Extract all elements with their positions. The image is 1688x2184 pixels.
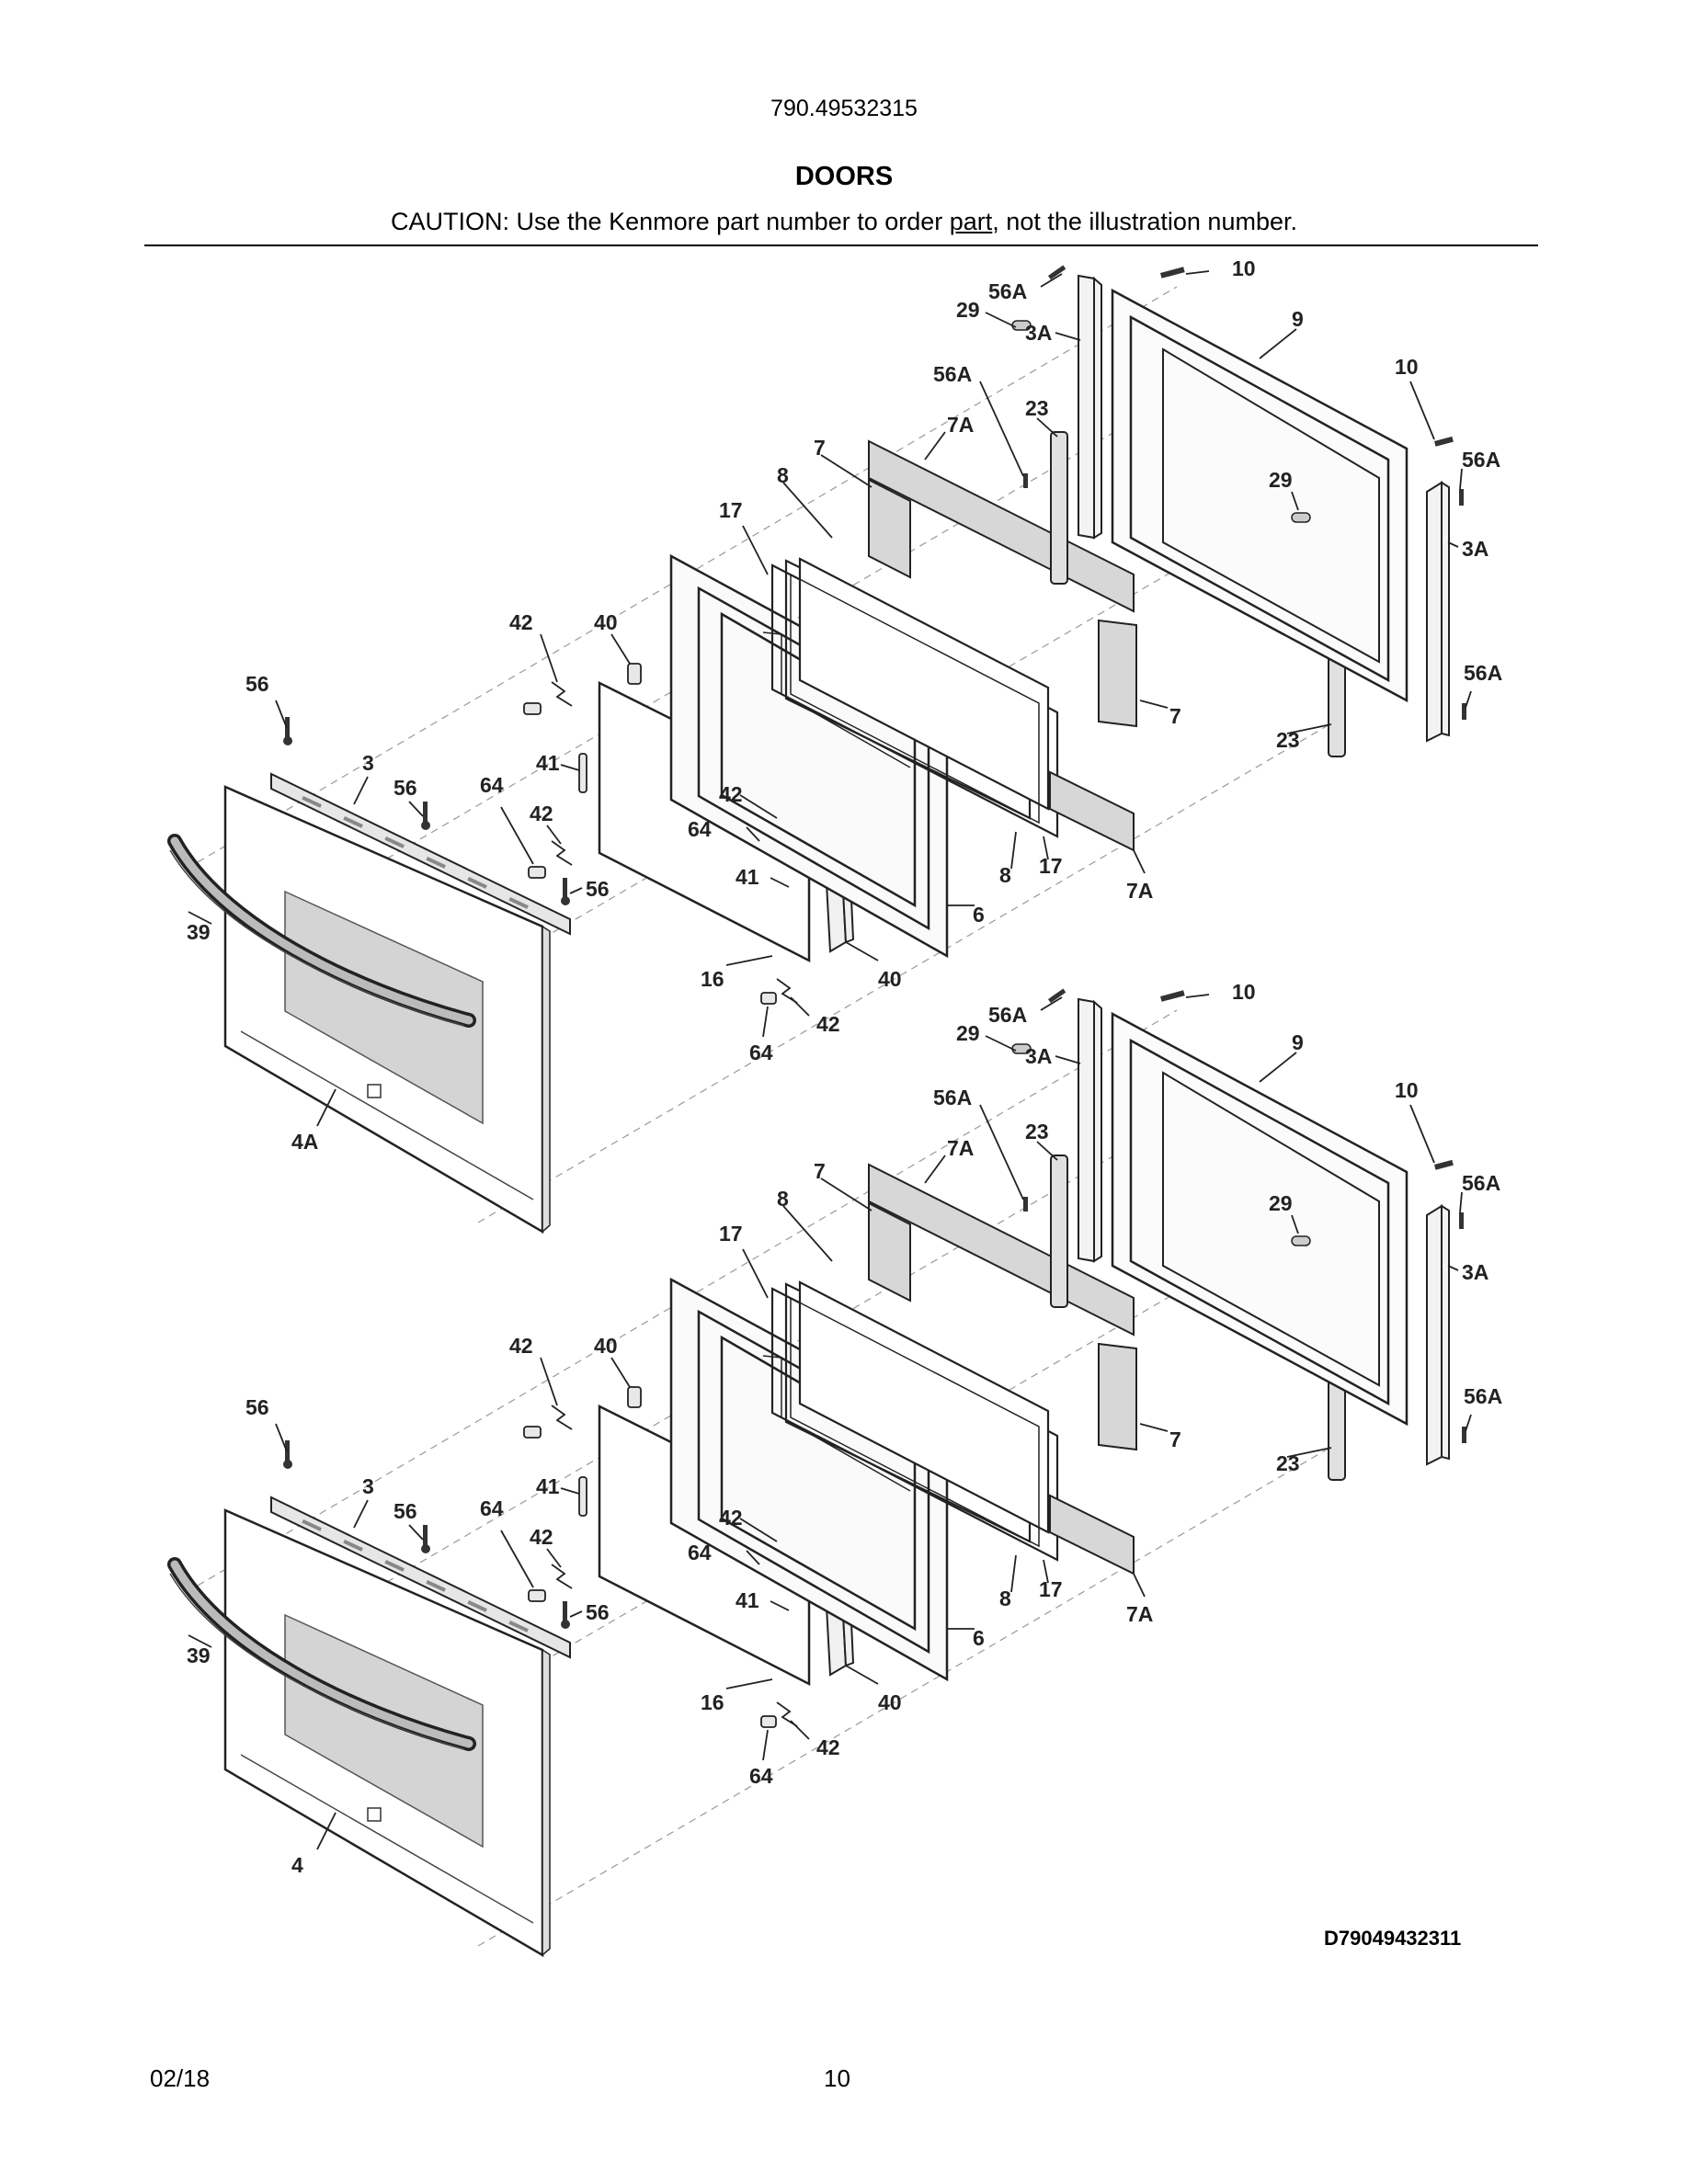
- callout: 3A: [1462, 1260, 1488, 1284]
- callout: 3A: [1025, 1044, 1052, 1068]
- callout: 56A: [933, 362, 972, 386]
- callout: 40: [878, 1690, 902, 1714]
- callout: 8: [999, 863, 1011, 887]
- callout: 56A: [988, 1003, 1027, 1027]
- callout: 40: [878, 967, 902, 991]
- callout: 41: [536, 751, 560, 775]
- callout: 17: [719, 1222, 743, 1246]
- callout: 42: [816, 1735, 840, 1759]
- callout: 23: [1025, 1120, 1049, 1143]
- callout: 42: [719, 782, 743, 806]
- callout: 7: [1169, 704, 1181, 728]
- callout: 42: [816, 1012, 840, 1036]
- callout: 4A: [291, 1130, 318, 1154]
- header-rule: [144, 245, 1538, 246]
- callout: 3: [362, 751, 374, 775]
- callout: 7: [1169, 1428, 1181, 1451]
- callout: 9: [1292, 307, 1304, 331]
- page-number: 10: [824, 2065, 850, 2092]
- callout: 7A: [947, 1136, 974, 1160]
- callout: 56A: [988, 279, 1027, 303]
- callout: 29: [1269, 468, 1293, 492]
- callout: 4: [291, 1853, 303, 1877]
- callout: 29: [956, 298, 980, 322]
- callout: 8: [777, 463, 789, 487]
- callout: 16: [701, 967, 724, 991]
- lower-callouts: 10 56A 29 3A 9 10 56A 7A 23 7 8 56A 29 1…: [187, 980, 1502, 1877]
- callout: 7A: [1126, 879, 1153, 903]
- callout: 10: [1395, 355, 1419, 379]
- callout: 42: [509, 1334, 533, 1358]
- callout: 42: [509, 610, 533, 634]
- callout: 7: [814, 1159, 826, 1183]
- callout: 42: [719, 1506, 743, 1530]
- callout: 8: [999, 1587, 1011, 1610]
- callout: 7: [814, 436, 826, 460]
- callout: 10: [1395, 1078, 1419, 1102]
- callout: 3A: [1462, 537, 1488, 561]
- upper-callouts: 10 56A 29 3A 9 10 56A 7A 23 7 8 56A 29 1…: [187, 256, 1502, 1154]
- model-number: 790.49532315: [770, 96, 918, 121]
- callout: 6: [973, 1626, 985, 1650]
- callout: 16: [701, 1690, 724, 1714]
- page-title: DOORS: [794, 162, 894, 191]
- callout: 40: [594, 610, 618, 634]
- drawing-code: D79049432311: [1324, 1927, 1462, 1950]
- footer-date: 02/18: [150, 2065, 211, 2092]
- callout: 41: [536, 1474, 560, 1498]
- callout: 40: [594, 1334, 618, 1358]
- callout: 17: [719, 498, 743, 522]
- callout: 56: [586, 877, 610, 901]
- callout: 64: [480, 773, 504, 797]
- callout: 56A: [1464, 661, 1502, 685]
- callout: 64: [688, 817, 712, 841]
- callout: 39: [187, 1644, 211, 1667]
- caution-note: CAUTION: Use the Kenmore part number to …: [0, 208, 1688, 236]
- callout: 3: [362, 1474, 374, 1498]
- callout: 64: [688, 1541, 712, 1564]
- callout: 56: [245, 1395, 269, 1419]
- callout: 56A: [1462, 448, 1500, 472]
- callout: 42: [530, 1525, 553, 1549]
- callout: 56A: [1464, 1384, 1502, 1408]
- callout: 56A: [933, 1086, 972, 1109]
- callout: 3A: [1025, 321, 1052, 345]
- callout: 64: [749, 1041, 773, 1064]
- caution-text: CAUTION: Use the Kenmore part number to …: [391, 208, 950, 235]
- callout: 17: [1039, 854, 1063, 878]
- callout: 64: [480, 1496, 504, 1520]
- callout: 6: [973, 903, 985, 927]
- callout: 29: [956, 1021, 980, 1045]
- callout: 7A: [947, 413, 974, 437]
- callout: 56: [586, 1600, 610, 1624]
- callout: 8: [777, 1187, 789, 1211]
- callout: 17: [1039, 1577, 1063, 1601]
- callout: 23: [1276, 728, 1300, 752]
- callout: 64: [749, 1764, 773, 1788]
- callout: 10: [1232, 980, 1256, 1004]
- callout: 41: [736, 865, 759, 889]
- callout: 56: [393, 1499, 417, 1523]
- callout: 10: [1232, 256, 1256, 280]
- callout: 39: [187, 920, 211, 944]
- caution-text-end: , not the illustration number.: [992, 208, 1297, 235]
- callout: 41: [736, 1588, 759, 1612]
- callout: 9: [1292, 1030, 1304, 1054]
- callout: 56: [245, 672, 269, 696]
- caution-underlined-word: part: [949, 208, 993, 235]
- callout: 42: [530, 802, 553, 825]
- callout: 23: [1025, 396, 1049, 420]
- callout: 23: [1276, 1451, 1300, 1475]
- callout: 56A: [1462, 1171, 1500, 1195]
- callout: 56: [393, 776, 417, 800]
- callout: 7A: [1126, 1602, 1153, 1626]
- callout: 29: [1269, 1191, 1293, 1215]
